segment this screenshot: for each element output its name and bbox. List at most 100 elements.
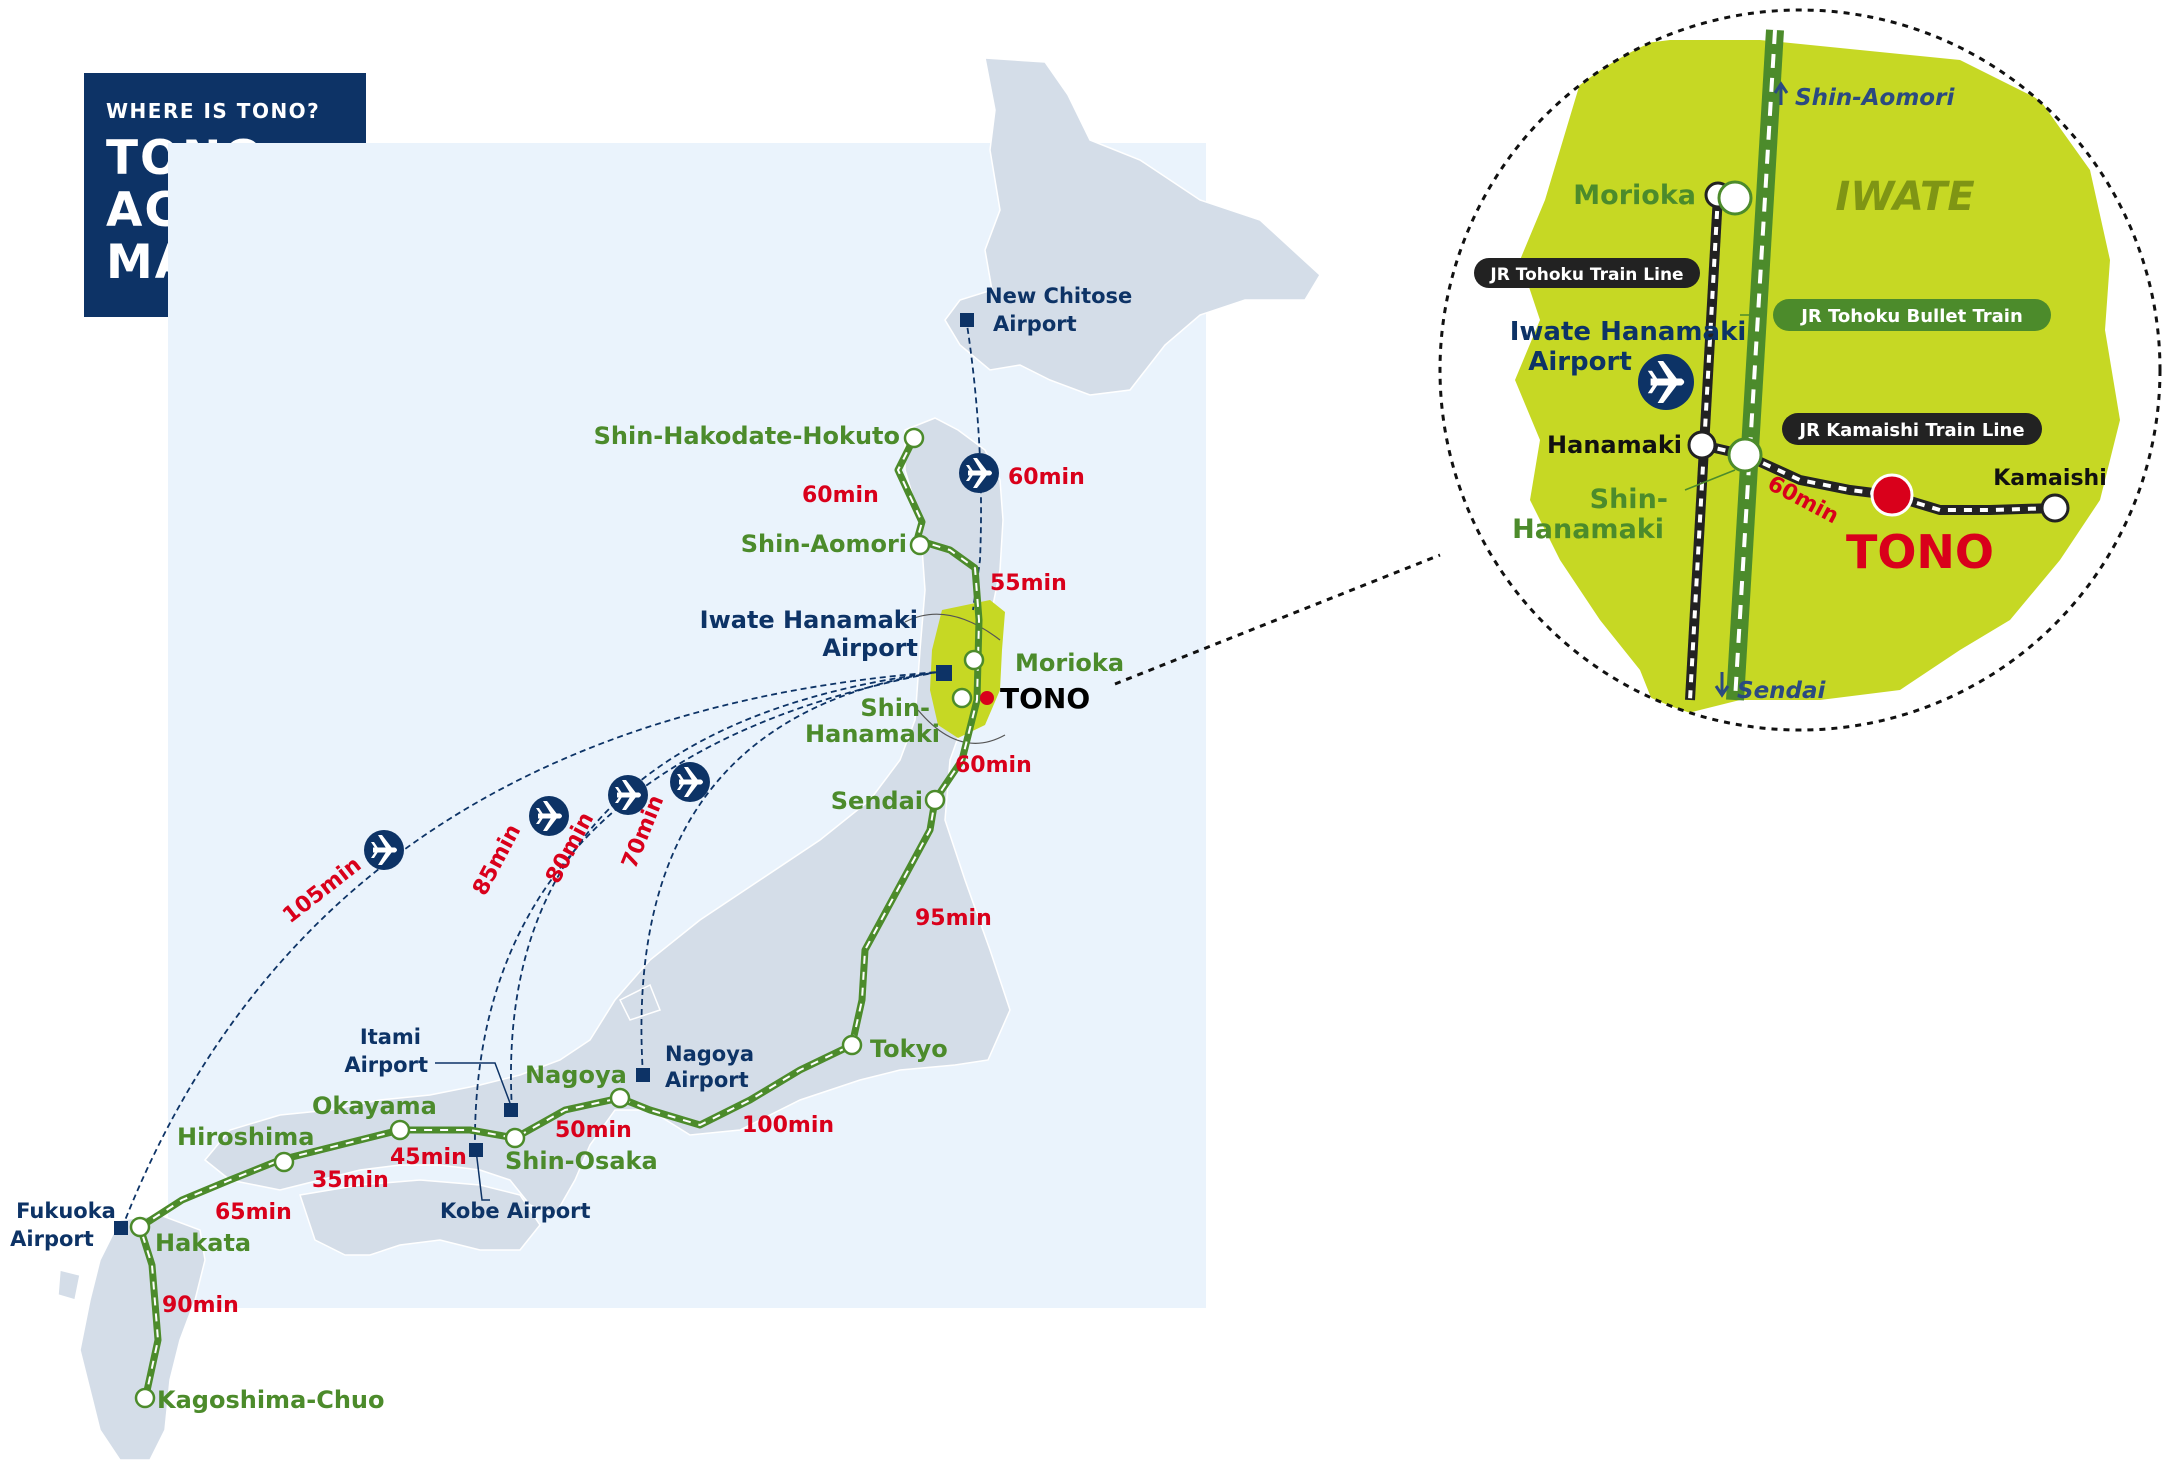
inset-dot-morioka	[1717, 180, 1753, 216]
airport-marker-new-chitose	[960, 313, 974, 327]
station-dot-sendai	[924, 789, 946, 811]
label-fukuoka-2: Airport	[10, 1227, 94, 1251]
inset-dot-kamaishi	[2040, 493, 2070, 523]
label-morioka: Morioka	[1015, 649, 1124, 677]
plane-icon-fukuoka	[364, 830, 404, 870]
badge-bullet-train	[1773, 299, 2051, 331]
inset-dot-hanamaki	[1687, 430, 1717, 460]
time-nagoya-osaka: 50min	[555, 1118, 632, 1143]
label-shin-hakodate: Shin-Hakodate-Hokuto	[594, 422, 900, 450]
station-dot-shin-aomori	[909, 534, 931, 556]
label-new-chitose-2: Airport	[993, 312, 1077, 336]
island-2	[618, 983, 661, 1021]
hokkaido-shape	[944, 57, 1321, 396]
kobe-leader	[475, 1149, 490, 1201]
kyushu-shape	[79, 1214, 206, 1461]
label-shin-osaka: Shin-Osaka	[505, 1147, 658, 1175]
label-shin-aomori: Shin-Aomori	[741, 530, 907, 558]
title-subtitle: WHERE IS TONO?	[106, 99, 321, 123]
label-shin-hanamaki-2: Hanamaki	[805, 720, 940, 748]
flight-path-chitose	[965, 317, 982, 611]
badge-bullet-train-text: JR Tohoku Bullet Train	[1799, 306, 2023, 327]
inset-south-dir: Sendai	[1737, 678, 1827, 704]
inset-iwate-shape	[1515, 40, 2120, 720]
label-iwate-airport-1: Iwate Hanamaki	[700, 606, 918, 634]
station-dot-tokyo	[841, 1034, 863, 1056]
plane-icon-itami	[529, 796, 569, 836]
station-dot-morioka	[963, 649, 985, 671]
label-kobe-airport: Kobe Airport	[440, 1199, 591, 1223]
station-markers	[129, 427, 985, 1409]
flight-path-kobe	[510, 671, 939, 1111]
time-tokyo-nagoya: 100min	[742, 1113, 834, 1138]
time-hiroshima-hakata: 65min	[215, 1200, 292, 1225]
airport-labels: New Chitose Airport Iwate Hanamaki Airpo…	[10, 284, 1132, 1251]
station-dot-nagoya	[609, 1087, 631, 1109]
label-fukuoka-1: Fukuoka	[16, 1199, 116, 1223]
arrow-down-icon	[1714, 672, 1730, 698]
time-okayama-hiroshima: 35min	[312, 1168, 389, 1193]
station-dot-hiroshima	[273, 1151, 295, 1173]
flight-path-fukuoka	[121, 671, 939, 1229]
time-aomori-morioka: 55min	[990, 571, 1067, 596]
shikoku-shape	[299, 1179, 541, 1256]
label-iwate-airport-2: Airport	[822, 634, 918, 662]
airport-marker-nagoya	[636, 1068, 650, 1082]
inset-label-airport-1: Iwate Hanamaki	[1510, 317, 1747, 347]
inset-label-shin-hanamaki-2: Hanamaki	[1512, 514, 1664, 545]
label-nagoya: Nagoya	[525, 1061, 627, 1089]
station-dot-shin-hanamaki	[951, 687, 973, 709]
label-kagoshima: Kagoshima-Chuo	[157, 1386, 385, 1414]
plane-icon-nagoya	[670, 762, 710, 802]
flight-path-itami	[474, 671, 939, 1151]
label-tono: TONO	[1000, 682, 1090, 715]
station-dot-kagoshima	[134, 1387, 156, 1409]
label-itami-1: Itami	[360, 1025, 421, 1049]
inset-dot-tono	[1870, 473, 1914, 517]
time-osaka-okayama: 45min	[390, 1145, 467, 1170]
label-new-chitose-1: New Chitose	[985, 284, 1132, 308]
inset-connector	[1114, 553, 1441, 686]
tono-dot	[980, 691, 994, 705]
inset-dot-shin-hanamaki	[1727, 437, 1763, 473]
station-dot-shin-hakodate	[903, 427, 925, 449]
japan-landmass	[57, 57, 1321, 1461]
label-nagoya-airport-2: Airport	[665, 1068, 749, 1092]
airport-marker-itami	[504, 1103, 518, 1117]
label-itami-2: Airport	[344, 1053, 428, 1077]
arrow-up-icon	[1773, 81, 1789, 105]
station-dot-hakata	[129, 1216, 151, 1238]
station-labels: Shin-Hakodate-Hokuto Shin-Aomori Morioka…	[155, 422, 1124, 1414]
rail-lines	[136, 436, 983, 1404]
label-hakata: Hakata	[155, 1229, 251, 1257]
inset-region-label: IWATE	[1835, 174, 1974, 220]
inset-label-shin-hanamaki-1: Shin-	[1590, 484, 1668, 515]
flight-path-nagoya	[640, 671, 939, 1076]
callout-arc-bottom	[917, 709, 1006, 744]
time-sendai-tokyo: 95min	[915, 906, 992, 931]
time-hakata-kagoshima: 90min	[162, 1293, 239, 1318]
label-okayama: Okayama	[312, 1092, 437, 1120]
honshu-shape	[203, 417, 1011, 1216]
inset-north-dir: Shin-Aomori	[1795, 85, 1955, 111]
time-hakodate-aomori: 60min	[802, 483, 879, 508]
time-chitose-flight: 60min	[1008, 465, 1085, 490]
callout-arc-top	[904, 613, 1001, 641]
label-sendai: Sendai	[831, 787, 923, 815]
station-dot-okayama	[389, 1119, 411, 1141]
badge-kamaishi-line-text: JR Kamaishi Train Line	[1797, 420, 2024, 441]
plane-icons	[364, 453, 999, 870]
inset-label-hanamaki: Hanamaki	[1547, 431, 1682, 459]
station-dot-shin-osaka	[504, 1127, 526, 1149]
island-1	[57, 1269, 81, 1301]
inset-label-airport-2: Airport	[1528, 347, 1632, 377]
inset-map: JR Tohoku Train Line JR Tohoku Bullet Tr…	[1438, 8, 2162, 732]
plane-icon-chitose	[959, 453, 999, 493]
badge-tohoku-line	[1474, 258, 1700, 288]
badge-kamaishi-line	[1782, 413, 2042, 445]
inset-label-kamaishi: Kamaishi	[1993, 466, 2107, 491]
label-tokyo: Tokyo	[870, 1035, 948, 1063]
flight-routes	[121, 317, 982, 1229]
label-nagoya-airport-1: Nagoya	[665, 1042, 754, 1066]
airport-marker-iwate-hanamaki	[936, 665, 952, 681]
